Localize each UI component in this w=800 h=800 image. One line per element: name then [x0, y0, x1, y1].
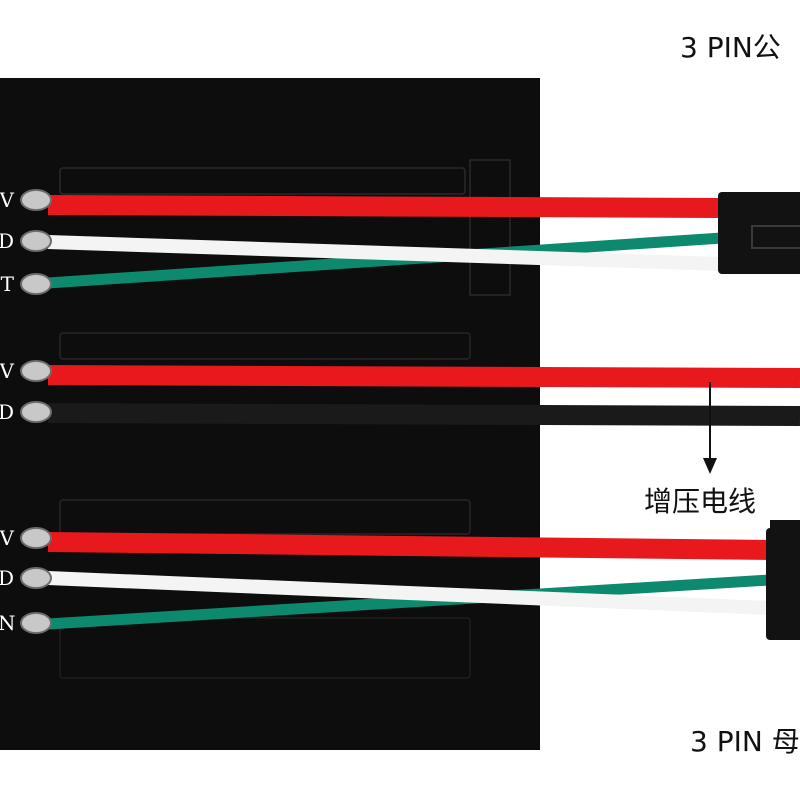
- solder-pad: [20, 401, 52, 423]
- arrow-head: [703, 458, 717, 474]
- boost-wire-label: 增压电线: [644, 485, 757, 518]
- pad-label-v3: V: [0, 526, 14, 550]
- bottom-connector-label: 3 PIN 母: [690, 725, 800, 758]
- pad-label-d2: D: [0, 400, 15, 424]
- pad-label-v2: V: [0, 359, 14, 383]
- board-outline-5: [59, 617, 471, 679]
- solder-pad: [20, 360, 52, 382]
- pad-label-d3: D: [0, 566, 15, 590]
- male-connector: [718, 192, 800, 274]
- board-outline-2: [469, 159, 511, 296]
- solder-pads: [20, 189, 52, 634]
- solder-pad: [20, 567, 52, 589]
- wire-green-3: [47, 574, 771, 630]
- male-connector-slot: [751, 225, 800, 249]
- wire-green-1: [47, 232, 723, 289]
- board-outline-3: [59, 332, 471, 360]
- pad-label-t1: T: [0, 272, 14, 296]
- wire-red-1: [47, 195, 723, 218]
- wire-black-2: [47, 403, 800, 426]
- pad-label-v1: V: [0, 188, 14, 212]
- solder-pad: [20, 273, 52, 295]
- female-connector: [766, 528, 800, 640]
- wire-white-1: [47, 235, 723, 271]
- solder-pad: [20, 612, 52, 634]
- board-outline-4: [59, 499, 471, 535]
- female-connector-ridge: [770, 520, 800, 534]
- wire-red-2: [47, 365, 800, 388]
- pad-label-n3: N: [0, 611, 16, 635]
- top-connector-label: 3 PIN公: [680, 31, 781, 64]
- pad-label-d1: D: [0, 229, 15, 253]
- solder-pad: [20, 527, 52, 549]
- wire-white-3: [47, 571, 771, 615]
- solder-pad: [20, 189, 52, 211]
- solder-pad: [20, 230, 52, 252]
- board-outline-1: [59, 167, 466, 195]
- wire-red-3: [47, 532, 771, 560]
